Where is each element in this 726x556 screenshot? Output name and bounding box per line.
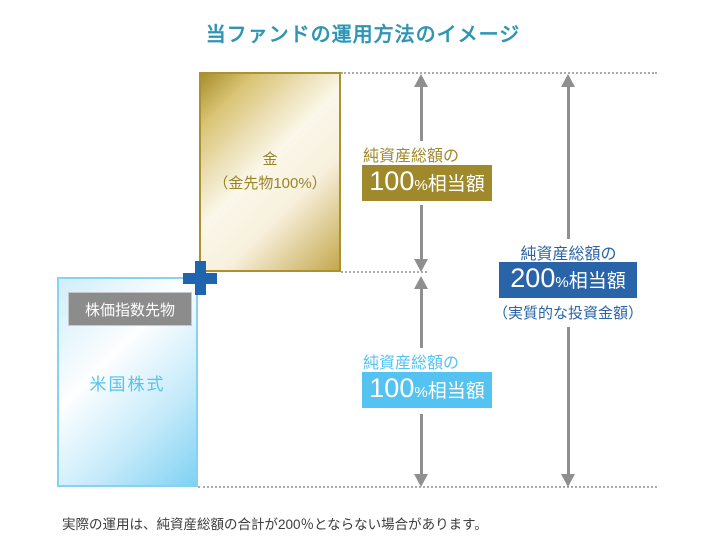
plus-icon <box>183 261 217 295</box>
arrow-line <box>419 414 423 474</box>
arrow-line <box>419 289 423 348</box>
gold-measure-percent: % <box>414 177 428 194</box>
plus-icon-horizontal-bar <box>183 272 217 284</box>
stock-measure-value: 100 <box>369 373 415 403</box>
total-measure-prefix: 純資産総額の <box>520 246 617 263</box>
total-measure-value: 200 <box>510 263 556 293</box>
total-measure-badge: 200 % 相当額 <box>499 262 637 298</box>
stock-index-futures-tag: 株価指数先物 <box>68 292 192 326</box>
arrowhead-down-icon <box>414 474 428 487</box>
arrowhead-up-icon <box>561 74 575 87</box>
dotted-leader-bottom <box>198 486 657 488</box>
footnote: 実際の運用は、純資産総額の合計が200％とならない場合があります。 <box>62 517 488 532</box>
dotted-leader-middle <box>341 271 427 273</box>
total-measure-note: （実質的な投資金額） <box>492 305 643 322</box>
gold-measure-value: 100 <box>369 166 415 196</box>
page-title: 当ファンドの運用方法のイメージ <box>205 24 521 46</box>
gold-measure-suffix: 相当額 <box>427 174 485 195</box>
arrowhead-up-icon <box>414 74 428 87</box>
gold-measure-prefix: 純資産総額の <box>363 148 460 165</box>
arrow-line <box>419 205 423 259</box>
stock-measure-badge: 100 % 相当額 <box>362 372 492 408</box>
gold-box-label-line2: （金先物100%） <box>213 175 327 192</box>
arrowhead-up-icon <box>414 276 428 289</box>
gold-measure-badge: 100 % 相当額 <box>362 165 492 201</box>
arrow-up-gold-icon <box>414 74 428 141</box>
arrow-down-gold-icon <box>414 205 428 272</box>
stock-measure-suffix: 相当額 <box>427 381 485 402</box>
arrow-down-total-icon <box>561 327 575 487</box>
dotted-leader-top <box>341 72 657 74</box>
gold-box-label-line1: 金 <box>262 151 278 168</box>
arrow-up-total-icon <box>561 74 575 239</box>
arrow-line <box>566 87 570 239</box>
us-stock-label: 米国株式 <box>89 374 166 394</box>
arrow-line <box>419 87 423 141</box>
stock-measure-percent: % <box>414 384 428 401</box>
us-stock-asset-box: 米国株式 株価指数先物 <box>57 277 198 487</box>
arrowhead-down-icon <box>414 259 428 272</box>
total-measure-percent: % <box>555 274 569 291</box>
total-measure-suffix: 相当額 <box>568 271 626 292</box>
arrowhead-down-icon <box>561 474 575 487</box>
gold-asset-box: 金 （金先物100%） <box>199 72 341 272</box>
stock-measure-prefix: 純資産総額の <box>363 355 460 372</box>
arrow-down-stock-icon <box>414 414 428 487</box>
arrow-up-stock-icon <box>414 276 428 348</box>
arrow-line <box>566 327 570 474</box>
